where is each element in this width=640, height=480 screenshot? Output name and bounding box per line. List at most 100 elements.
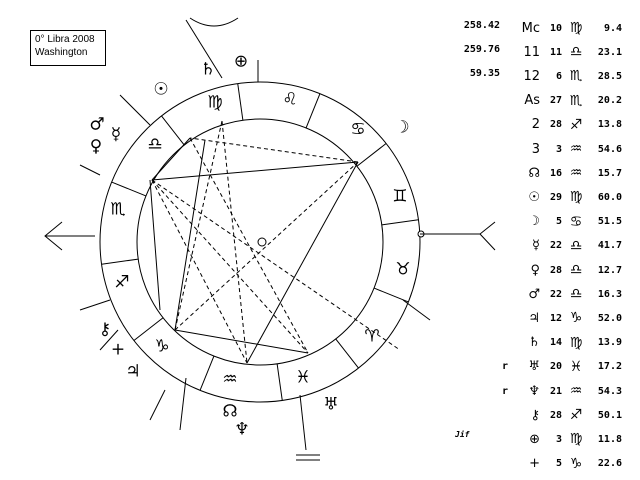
position-d: 22 <box>549 240 562 252</box>
sign-divider <box>356 143 387 167</box>
sign-glyph: ♌ <box>282 89 298 110</box>
aspect-line <box>246 161 359 364</box>
planet-glyph: ⊕ <box>233 51 249 72</box>
planet-glyph: ♃ <box>125 361 141 382</box>
position-s: ♍ <box>569 334 583 351</box>
sign-divider <box>133 317 164 341</box>
position-s: ♎ <box>569 237 583 254</box>
position-m: 16.3 <box>597 288 622 300</box>
position-m: 23.1 <box>597 46 622 58</box>
position-p: ♃ <box>528 310 540 326</box>
position-row: ♀28♎12.7 <box>500 260 630 280</box>
house-cusp <box>299 394 307 451</box>
sign-glyph: ♉ <box>395 259 411 280</box>
planet-glyph: ♄ <box>200 59 216 80</box>
position-m: 11.8 <box>597 433 622 445</box>
position-row: ☿ 22 ♎ 41.7 <box>500 236 630 256</box>
aspect-line <box>151 179 401 351</box>
sign-divider <box>373 287 409 303</box>
position-p: ♅ <box>528 359 540 375</box>
position-d: 12 <box>549 312 562 324</box>
house-cusp <box>99 329 119 351</box>
position-p: ♆ <box>528 383 540 399</box>
position-d: 10 <box>549 22 562 34</box>
inner-circle <box>136 118 384 366</box>
house-cusp <box>149 389 166 421</box>
position-row: ⚷28♐50.1 <box>500 405 630 425</box>
position-row: ♄14♍13.9 <box>500 333 630 353</box>
position-d: 20 <box>549 361 562 373</box>
planet-glyph: ☿ <box>110 124 122 145</box>
aspect-line <box>174 161 359 331</box>
position-d: 22 <box>549 288 562 300</box>
position-m: 51.5 <box>597 216 622 228</box>
position-d: 29 <box>549 191 562 203</box>
position-s: ♐ <box>569 407 583 424</box>
position-m: 28.5 <box>597 70 622 82</box>
house-cusp <box>79 299 111 311</box>
planet-glyph: ♅ <box>323 394 339 415</box>
aspect-line <box>221 120 248 364</box>
position-r: r <box>501 361 508 373</box>
position-m: 13.9 <box>597 337 622 349</box>
chart-info-box: 0° Libra 2008 Washington <box>30 30 106 66</box>
position-d: 28 <box>549 409 562 421</box>
position-s: ♍ <box>569 20 583 36</box>
position-m: 17.2 <box>597 361 622 373</box>
position-p: ☿ <box>532 238 540 254</box>
position-p: 12 <box>523 68 540 84</box>
position-d: 28 <box>549 119 562 131</box>
planet-glyph: ☊ <box>222 401 238 422</box>
outer-circle <box>99 81 421 403</box>
position-m: 9.4 <box>603 22 622 34</box>
position-s: ♏ <box>569 92 583 109</box>
sign-divider <box>161 115 185 146</box>
position-d: 6 <box>555 70 562 82</box>
position-p: 2 <box>531 117 540 133</box>
position-p: ☽ <box>528 214 540 230</box>
position-row: +5♑22.6 <box>500 454 630 474</box>
position-d: 5 <box>555 216 562 228</box>
house-cusp <box>119 94 151 126</box>
aspect-line <box>151 161 359 181</box>
position-d: 3 <box>555 433 562 445</box>
center-marker <box>257 237 267 247</box>
position-r: r <box>501 385 508 397</box>
position-m: 12.7 <box>597 264 622 276</box>
position-m: 54.3 <box>597 385 622 397</box>
position-m: 60.0 <box>597 191 622 203</box>
author-mark: Jif <box>455 430 470 439</box>
position-d: 11 <box>549 46 562 58</box>
position-d: 27 <box>549 95 562 107</box>
position-s: ♍ <box>569 431 583 448</box>
aspect-line <box>189 137 359 163</box>
sign-divider <box>335 338 359 369</box>
sign-glyph: ♒ <box>222 369 238 390</box>
position-m: 52.0 <box>597 312 622 324</box>
sign-glyph: ♈ <box>364 326 380 347</box>
aspect-line <box>174 120 223 331</box>
house-cusp <box>79 164 101 176</box>
position-s: ♋ <box>569 213 583 230</box>
position-p: ⊕ <box>529 431 540 447</box>
position-p: ♀ <box>530 262 540 278</box>
aspect-line <box>189 137 309 354</box>
position-m: 54.6 <box>597 143 622 155</box>
planet-glyph: + <box>110 339 126 360</box>
position-s: ♎ <box>569 262 583 278</box>
position-m: 13.8 <box>597 119 622 131</box>
aspect-line <box>151 137 191 181</box>
planet-glyph: ♆ <box>234 419 250 440</box>
house-cusp <box>185 19 223 79</box>
position-s: ♑ <box>569 310 583 327</box>
position-m: 41.7 <box>597 240 622 252</box>
position-p: ☉ <box>528 189 540 205</box>
asc-arrow-icon <box>44 221 63 251</box>
position-s: ♍ <box>569 189 583 206</box>
planet-glyph: ☉ <box>153 79 169 100</box>
